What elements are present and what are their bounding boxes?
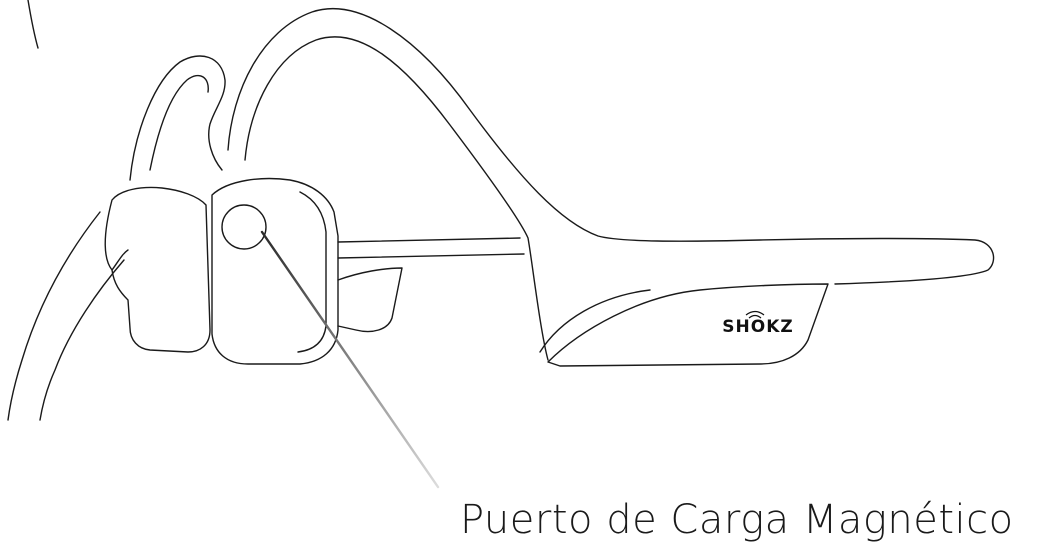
rear-transducer-pod bbox=[104, 186, 211, 353]
rear-pod-join bbox=[111, 249, 129, 271]
shokz-logo: SHOKZ bbox=[722, 310, 793, 337]
front-transducer-pod bbox=[211, 177, 339, 365]
logo-signal-arcs bbox=[745, 310, 765, 319]
callout-pointer bbox=[260, 230, 440, 489]
head-contour-line bbox=[27, 0, 39, 49]
charging-port-label: Puerto de Carga Magnético bbox=[460, 497, 1014, 543]
headband-arch-outer bbox=[227, 8, 995, 285]
neckband-rear bbox=[7, 211, 101, 421]
charging-port bbox=[221, 204, 267, 250]
neckband-rear-inner bbox=[39, 259, 125, 421]
front-pod-bevel bbox=[297, 191, 327, 353]
battery-housing bbox=[547, 283, 829, 367]
battery-housing-top bbox=[539, 289, 651, 353]
connector-lower bbox=[337, 267, 403, 333]
svg-text:SHOKZ: SHOKZ bbox=[722, 317, 793, 337]
rear-ear-hook-inner bbox=[149, 74, 209, 171]
headband-arch-inner bbox=[244, 36, 549, 361]
connector-bar bbox=[337, 237, 525, 259]
rear-ear-hook bbox=[129, 55, 226, 181]
